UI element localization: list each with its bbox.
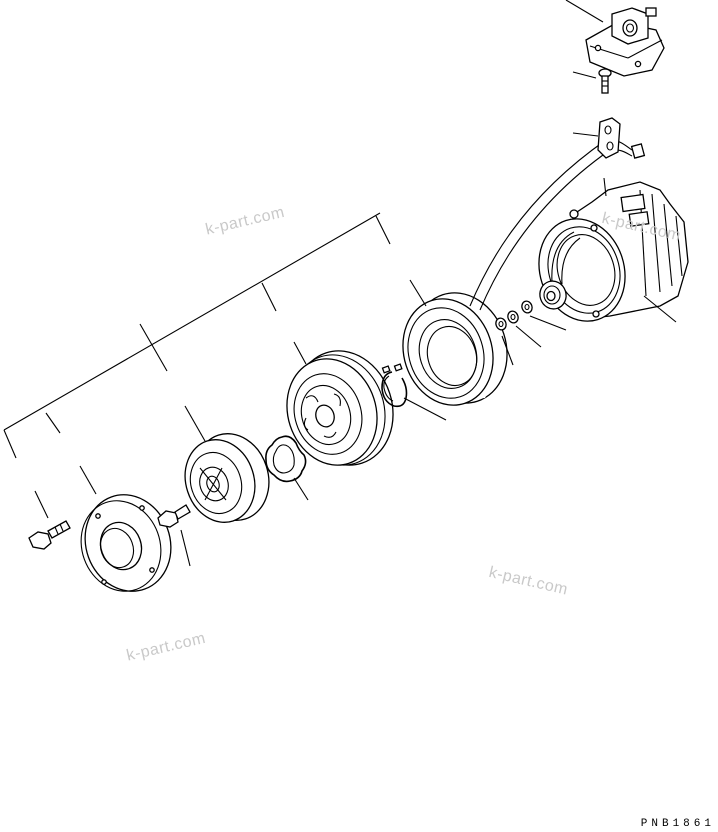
hub-bolt-part — [157, 504, 191, 567]
washer-small-2 — [507, 310, 542, 348]
mounting-screw-part — [572, 68, 612, 94]
wire-bracket-part — [572, 117, 646, 159]
assembly-leader-tree — [3, 212, 391, 459]
armature-hub-part — [184, 405, 270, 523]
rotor-pulley-part — [286, 341, 394, 466]
washer-small-1 — [495, 317, 514, 366]
drawing-code: PNB1861 — [640, 818, 715, 830]
manifold-block-part — [565, 0, 665, 77]
snap-ring-part — [381, 363, 447, 421]
washer-small-3 — [521, 300, 567, 331]
stator-coil-part — [402, 279, 508, 406]
compressor-body-part — [538, 177, 689, 323]
pressure-plate-part — [79, 465, 172, 592]
bolt-part — [28, 490, 71, 550]
shim-ring-part — [265, 435, 309, 501]
